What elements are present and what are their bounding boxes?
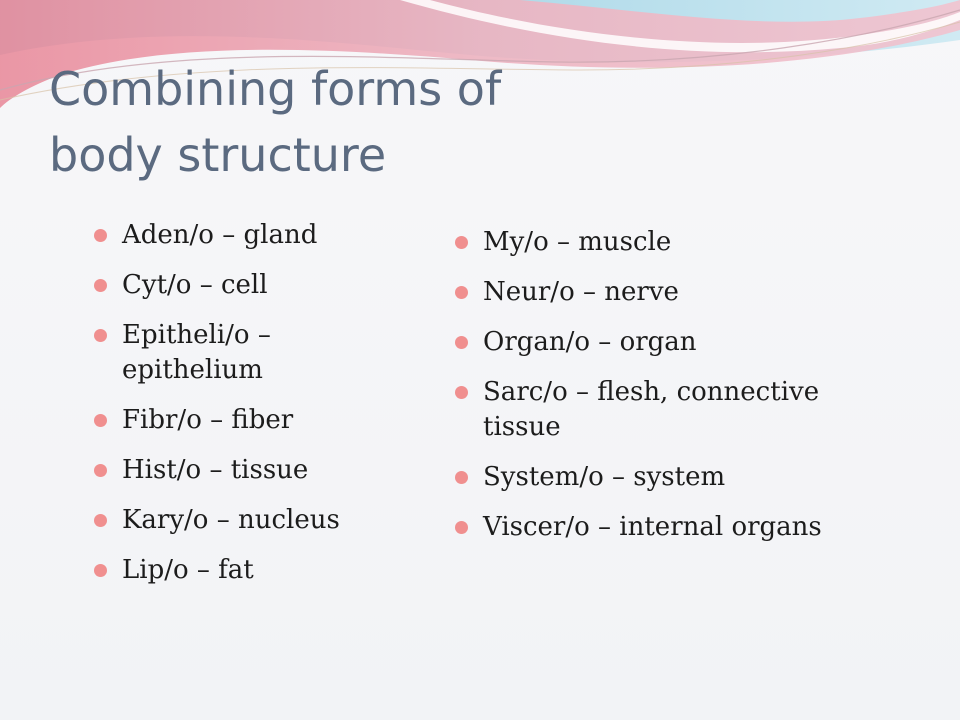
title-line-1: Combining forms of [49, 62, 502, 116]
list-item: Kary/o – nucleus [94, 503, 394, 538]
list-item-text: Organ/o – organ [483, 327, 697, 357]
left-bullet-list: Aden/o – gland Cyt/o – cell Epitheli/o –… [94, 218, 394, 603]
list-item-text: Hist/o – tissue [122, 455, 309, 485]
list-item: Epitheli/o – epithelium [94, 318, 394, 388]
right-bullet-list: My/o – muscle Neur/o – nerve Organ/o – o… [455, 225, 875, 560]
list-item-text: System/o – system [483, 462, 726, 492]
list-item-text: My/o – muscle [483, 227, 672, 257]
list-item: Aden/o – gland [94, 218, 394, 253]
list-item: Fibr/o – fiber [94, 403, 394, 438]
page-title: Combining forms of body structure [49, 56, 609, 188]
list-item-text: Epitheli/o – epithelium [122, 320, 271, 385]
list-item-text: Fibr/o – fiber [122, 405, 294, 435]
bullet-dot-icon [94, 329, 107, 342]
list-item: Hist/o – tissue [94, 453, 394, 488]
list-item-text: Kary/o – nucleus [122, 505, 340, 535]
list-item: My/o – muscle [455, 225, 875, 260]
bullet-dot-icon [94, 464, 107, 477]
bullet-dot-icon [94, 414, 107, 427]
list-item: Neur/o – nerve [455, 275, 875, 310]
list-item: System/o – system [455, 460, 875, 495]
bullet-dot-icon [455, 386, 468, 399]
list-item: Viscer/o – internal organs [455, 510, 875, 545]
list-item: Sarc/o – flesh, connective tissue [455, 375, 875, 445]
bullet-dot-icon [455, 286, 468, 299]
bullet-dot-icon [455, 336, 468, 349]
bullet-dot-icon [455, 471, 468, 484]
list-item-text: Viscer/o – internal organs [483, 512, 822, 542]
list-item: Cyt/o – cell [94, 268, 394, 303]
list-item-text: Neur/o – nerve [483, 277, 679, 307]
list-item: Organ/o – organ [455, 325, 875, 360]
bullet-dot-icon [455, 521, 468, 534]
list-item: Lip/o – fat [94, 553, 394, 588]
bullet-dot-icon [455, 236, 468, 249]
list-item-text: Aden/o – gland [122, 220, 318, 250]
bullet-dot-icon [94, 279, 107, 292]
bullet-dot-icon [94, 514, 107, 527]
list-item-text: Sarc/o – flesh, connective tissue [483, 377, 820, 442]
list-item-text: Cyt/o – cell [122, 270, 268, 300]
list-item-text: Lip/o – fat [122, 555, 254, 585]
bullet-dot-icon [94, 229, 107, 242]
decorative-wave-banner [0, 0, 960, 108]
bullet-dot-icon [94, 564, 107, 577]
title-line-2: body structure [49, 128, 387, 182]
